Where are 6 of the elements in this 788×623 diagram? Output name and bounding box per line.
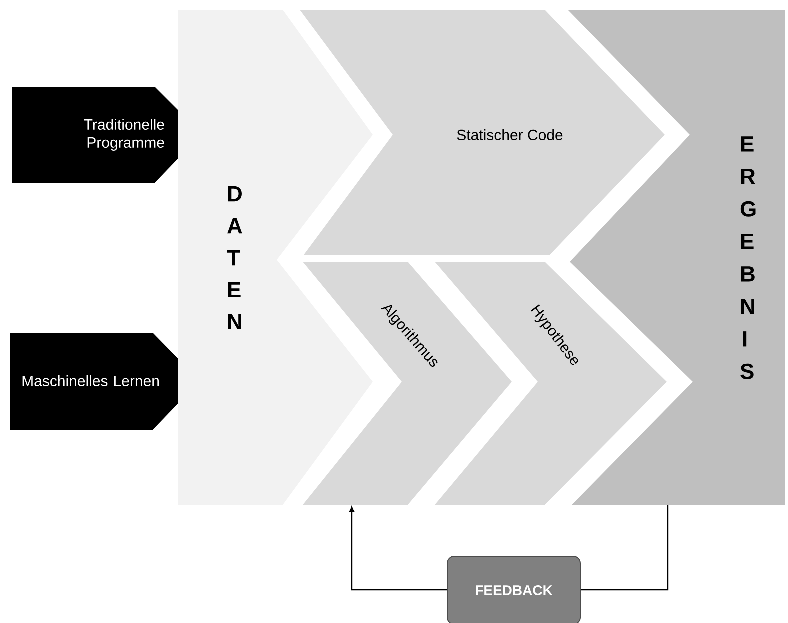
- connector-arrow: [350, 506, 447, 591]
- stage-band: Statischer Code: [300, 10, 665, 255]
- input-tag: Traditionelle Programme: [12, 87, 202, 183]
- data-band: D A T E N: [178, 10, 373, 505]
- feedback-box: FEEDBACK: [447, 556, 581, 623]
- input-tag: Maschinelles Lernen: [10, 333, 200, 430]
